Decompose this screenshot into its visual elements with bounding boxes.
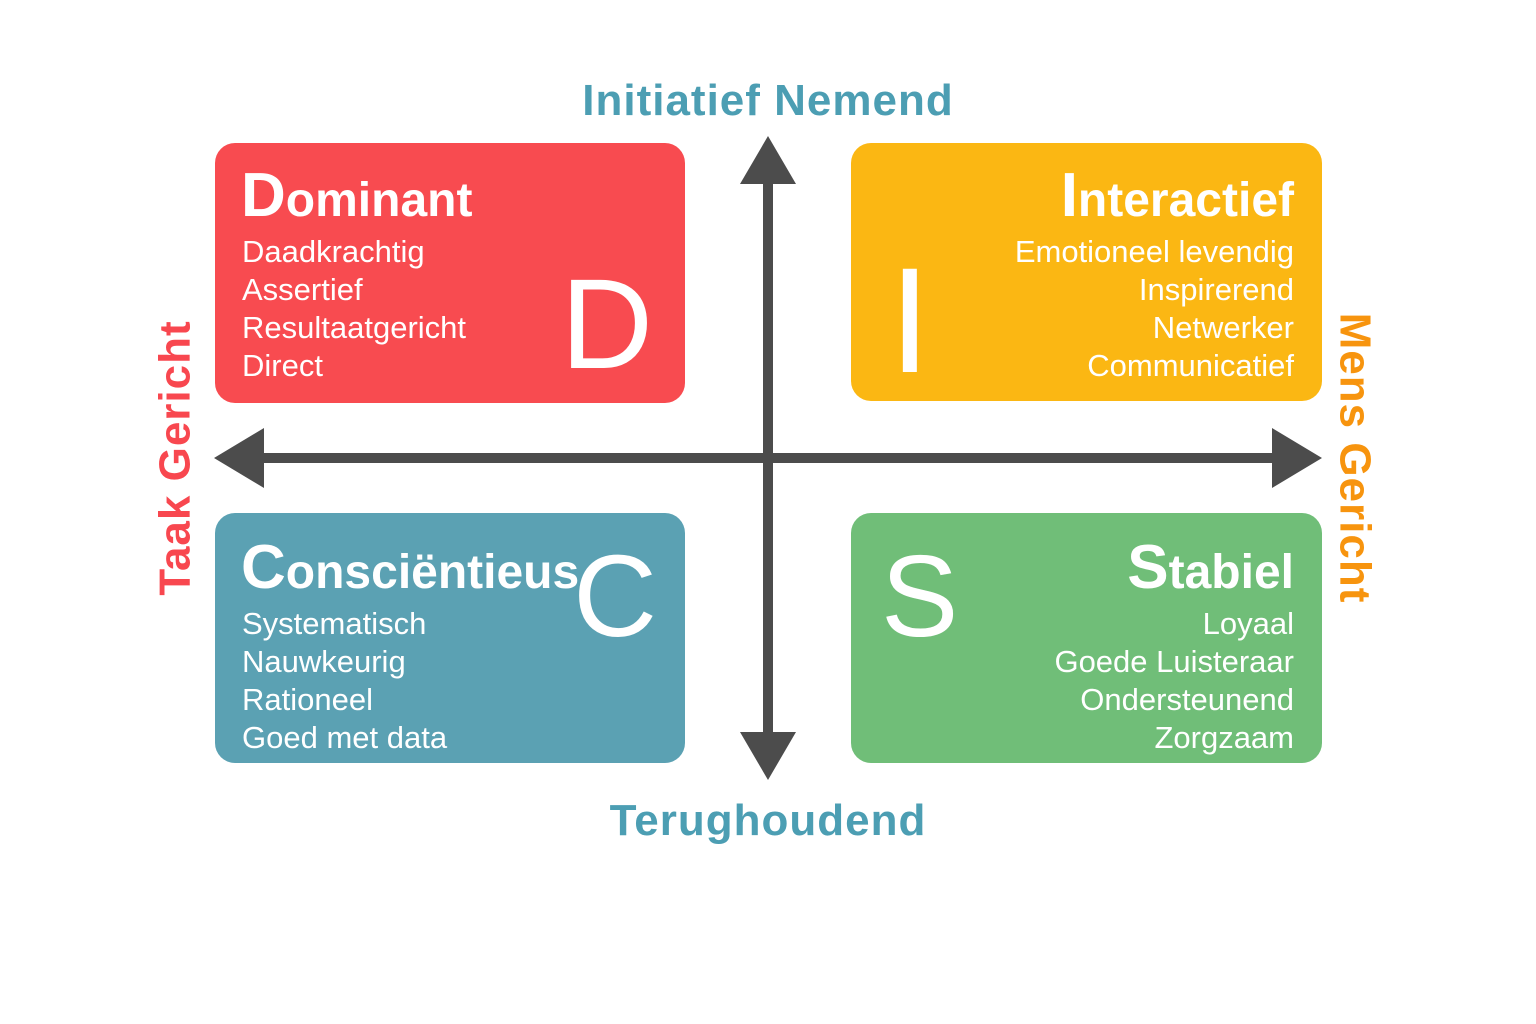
quadrant-conscientieus-title: Consciëntieus <box>241 537 579 599</box>
trait-item: Loyaal <box>1202 606 1294 641</box>
trait-item: Inspirerend <box>1138 272 1294 307</box>
quadrant-conscientieus: Consciëntieus Systematisch Nauwkeurig Ra… <box>215 513 685 763</box>
axis-label-top: Initiatief Nemend <box>582 76 954 125</box>
quadrant-dominant: Dominant Daadkrachtig Assertief Resultaa… <box>215 143 685 403</box>
title-rest: ominant <box>285 174 473 227</box>
left-arrowhead-icon <box>214 428 264 488</box>
title-rest: onsciëntieus <box>285 546 580 599</box>
right-arrowhead-icon <box>1272 428 1322 488</box>
down-arrowhead-icon <box>740 732 796 780</box>
quadrant-interactief-title: Interactief <box>1061 165 1294 227</box>
axis-label-bottom: Terughoudend <box>609 796 927 845</box>
title-rest: tabiel <box>1168 546 1294 599</box>
trait-item: Systematisch <box>242 606 427 641</box>
trait-item: Netwerker <box>1152 310 1294 345</box>
quadrant-stabiel-traits: Loyaal Goede Luisteraar Ondersteunend Zo… <box>1054 605 1294 757</box>
trait-item: Ondersteunend <box>1080 682 1294 717</box>
up-arrowhead-icon <box>740 136 796 184</box>
quadrant-dominant-title: Dominant <box>241 165 472 227</box>
quadrant-conscientieus-traits: Systematisch Nauwkeurig Rationeel Goed m… <box>242 605 447 757</box>
quadrant-stabiel-title: Stabiel <box>1127 537 1294 599</box>
trait-item: Direct <box>242 348 323 383</box>
trait-item: Assertief <box>242 272 363 307</box>
title-initial: S <box>1127 533 1169 602</box>
trait-item: Daadkrachtig <box>242 234 425 269</box>
trait-item: Resultaatgericht <box>242 310 467 345</box>
title-rest: nteractief <box>1077 174 1294 227</box>
quadrant-interactief: Interactief Emotioneel levendig Inspirer… <box>851 143 1322 401</box>
title-initial: I <box>1060 161 1078 230</box>
title-initial: C <box>241 533 286 602</box>
trait-item: Goed met data <box>242 720 448 755</box>
trait-item: Nauwkeurig <box>242 644 406 679</box>
title-initial: D <box>241 161 286 230</box>
trait-item: Communicatief <box>1087 348 1294 383</box>
axis-label-right-text: Mens Gericht <box>1330 312 1379 604</box>
quadrant-interactief-traits: Emotioneel levendig Inspirerend Netwerke… <box>1015 233 1294 385</box>
quadrant-dominant-letter: D <box>560 253 653 397</box>
trait-item: Goede Luisteraar <box>1054 644 1294 679</box>
quadrant-stabiel-letter: S <box>881 531 959 661</box>
trait-item: Rationeel <box>242 682 373 717</box>
quadrant-dominant-traits: Daadkrachtig Assertief Resultaatgericht … <box>242 233 466 385</box>
axis-label-left-text: Taak Gericht <box>151 320 201 596</box>
trait-item: Emotioneel levendig <box>1014 234 1294 269</box>
trait-item: Zorgzaam <box>1154 720 1294 755</box>
quadrant-stabiel: Stabiel Loyaal Goede Luisteraar Onderste… <box>851 513 1322 763</box>
quadrant-conscientieus-letter: C <box>573 531 657 661</box>
quadrant-interactief-letter: I <box>889 236 931 404</box>
